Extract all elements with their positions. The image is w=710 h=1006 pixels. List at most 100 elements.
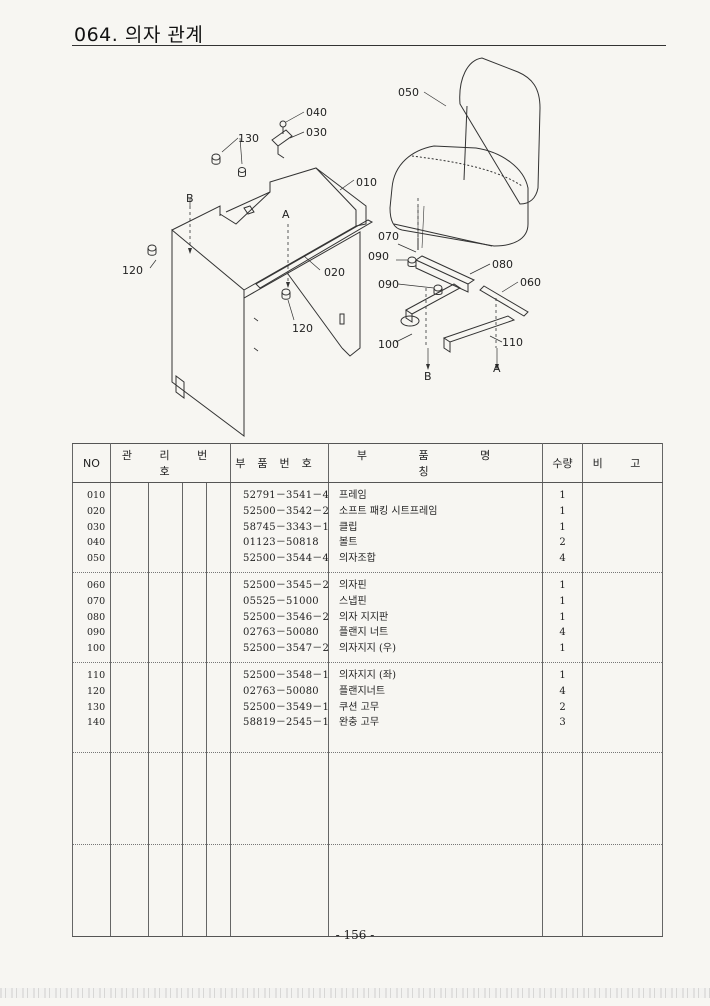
mgmt-cell	[205, 482, 232, 573]
part-name: 의자지지 (좌)	[339, 670, 397, 681]
part-name: 플랜지너트	[339, 685, 386, 697]
callout-010: 010	[356, 176, 377, 189]
mgmt-cell	[110, 662, 149, 753]
leader-lines	[149, 91, 519, 364]
soft-packing-rail-illustration	[255, 219, 374, 289]
part-name: 볼트	[339, 537, 358, 549]
header-quantity: 수량	[542, 443, 584, 483]
quantity-cell	[542, 752, 584, 845]
mgmt-cell	[182, 482, 207, 573]
part-name-cell	[328, 844, 544, 937]
quantity-cell	[542, 844, 584, 937]
callout-100: 100	[378, 338, 399, 351]
quantity-cell: 1 1 1 4 1	[542, 572, 584, 663]
part-name: 의자지지 (우)	[339, 643, 397, 655]
part-name-cell: 프레임 소프트 패킹 시트프레임 클립 볼트 의자조합	[328, 482, 544, 573]
part-no: 060	[87, 580, 106, 591]
part-number: 05525－51000	[243, 595, 319, 607]
part-no: 130	[87, 701, 106, 713]
quantity: 4	[559, 553, 566, 565]
quantity: 1	[559, 595, 566, 607]
header-part-number: 부품번호	[230, 443, 330, 483]
callout-060: 060	[520, 276, 541, 289]
mgmt-cell	[110, 572, 149, 663]
table-row-group-empty	[72, 752, 664, 845]
callout-090-lower: 090	[378, 278, 399, 291]
remark-cell	[582, 752, 664, 845]
seat-assembly-illustration	[389, 57, 541, 249]
no-cell: 010 020 030 040 050	[72, 482, 111, 573]
mgmt-cell	[148, 572, 183, 663]
callout-090-upper: 090	[368, 250, 389, 263]
clip-and-bolt-illustration	[271, 120, 293, 159]
part-no: 140	[87, 717, 106, 729]
part-no: 110	[87, 670, 106, 681]
title-underline	[72, 45, 666, 46]
part-number: 52500－3545－2	[243, 580, 329, 591]
callout-070: 070	[378, 230, 399, 243]
quantity: 3	[559, 717, 566, 729]
quantity-cell: 1 4 2 3	[542, 662, 584, 753]
mgmt-cell	[148, 844, 183, 937]
part-no: 050	[87, 553, 106, 565]
mgmt-cell	[205, 752, 232, 845]
flange-nut-illustration	[147, 244, 291, 300]
part-number-cell: 52791－3541－4 52500－3542－2 58745－3343－1 0…	[230, 482, 330, 573]
scan-edge-artifact	[0, 988, 710, 998]
callout-a-top: A	[282, 208, 290, 221]
remark-cell	[582, 572, 664, 663]
callout-040: 040	[306, 106, 327, 119]
part-name: 스냅핀	[339, 595, 367, 607]
part-no: 100	[87, 643, 106, 655]
callout-050: 050	[398, 86, 419, 99]
part-name: 의자핀	[339, 580, 367, 591]
part-name: 클립	[339, 521, 358, 533]
part-number: 01123－50818	[243, 537, 319, 549]
mgmt-cell	[148, 752, 183, 845]
remark-cell	[582, 662, 664, 753]
part-name: 의자 지지판	[339, 611, 389, 623]
part-no: 040	[87, 537, 106, 549]
table-row-group: 110 120 130 140 52500－3548－1 02763－50080…	[72, 662, 664, 753]
header-part-name: 부 품 명 칭	[328, 443, 544, 483]
part-name: 소프트 패킹 시트프레임	[339, 505, 438, 517]
header-management-number: 관 리 번 호	[109, 443, 232, 483]
part-number: 52500－3542－2	[243, 505, 329, 517]
quantity: 1	[559, 611, 566, 623]
mgmt-cell	[182, 844, 207, 937]
part-number: 52500－3549－1	[243, 701, 329, 713]
part-number: 58745－3343－1	[243, 521, 329, 533]
part-name: 플랜지 너트	[339, 627, 389, 639]
quantity: 2	[559, 701, 566, 713]
mgmt-cell	[182, 752, 207, 845]
callout-130: 130	[238, 132, 259, 145]
part-name: 쿠션 고무	[339, 701, 380, 713]
part-name-cell: 의자핀 스냅핀 의자 지지판 플랜지 너트 의자지지 (우)	[328, 572, 544, 663]
part-no: 070	[87, 595, 106, 607]
parts-table: NO 관 리 번 호 부품번호 부 품 명 칭 수량 비 고 010 020 0…	[72, 443, 664, 937]
mgmt-cell	[110, 844, 149, 937]
quantity: 1	[559, 505, 566, 517]
mgmt-cell	[110, 752, 149, 845]
remark-cell	[582, 482, 664, 573]
part-number: 52500－3546－2	[243, 611, 329, 623]
remark-cell	[582, 844, 664, 937]
part-name: 프레임	[339, 490, 367, 501]
part-number: 52500－3548－1	[243, 670, 329, 681]
part-number: 02763－50080	[243, 685, 319, 697]
part-no: 080	[87, 611, 106, 623]
callout-120-bottom: 120	[292, 322, 313, 335]
exploded-parts-diagram: 050 040 030 130 010 B A 120 020 120 070 …	[122, 57, 541, 437]
no-cell	[72, 844, 111, 937]
quantity: 1	[559, 580, 566, 591]
part-name-cell: 의자지지 (좌) 플랜지너트 쿠션 고무 완충 고무	[328, 662, 544, 753]
quantity: 1	[559, 670, 566, 681]
table-row-group: 060 070 080 090 100 52500－3545－2 05525－5…	[72, 572, 664, 663]
quantity: 4	[559, 627, 566, 639]
callout-b-bottom: B	[424, 370, 432, 383]
callout-b-top: B	[186, 192, 194, 205]
part-number: 52500－3547－2	[243, 643, 329, 655]
part-no: 120	[87, 685, 106, 697]
part-number: 02763－50080	[243, 627, 319, 639]
mgmt-cell	[205, 662, 232, 753]
